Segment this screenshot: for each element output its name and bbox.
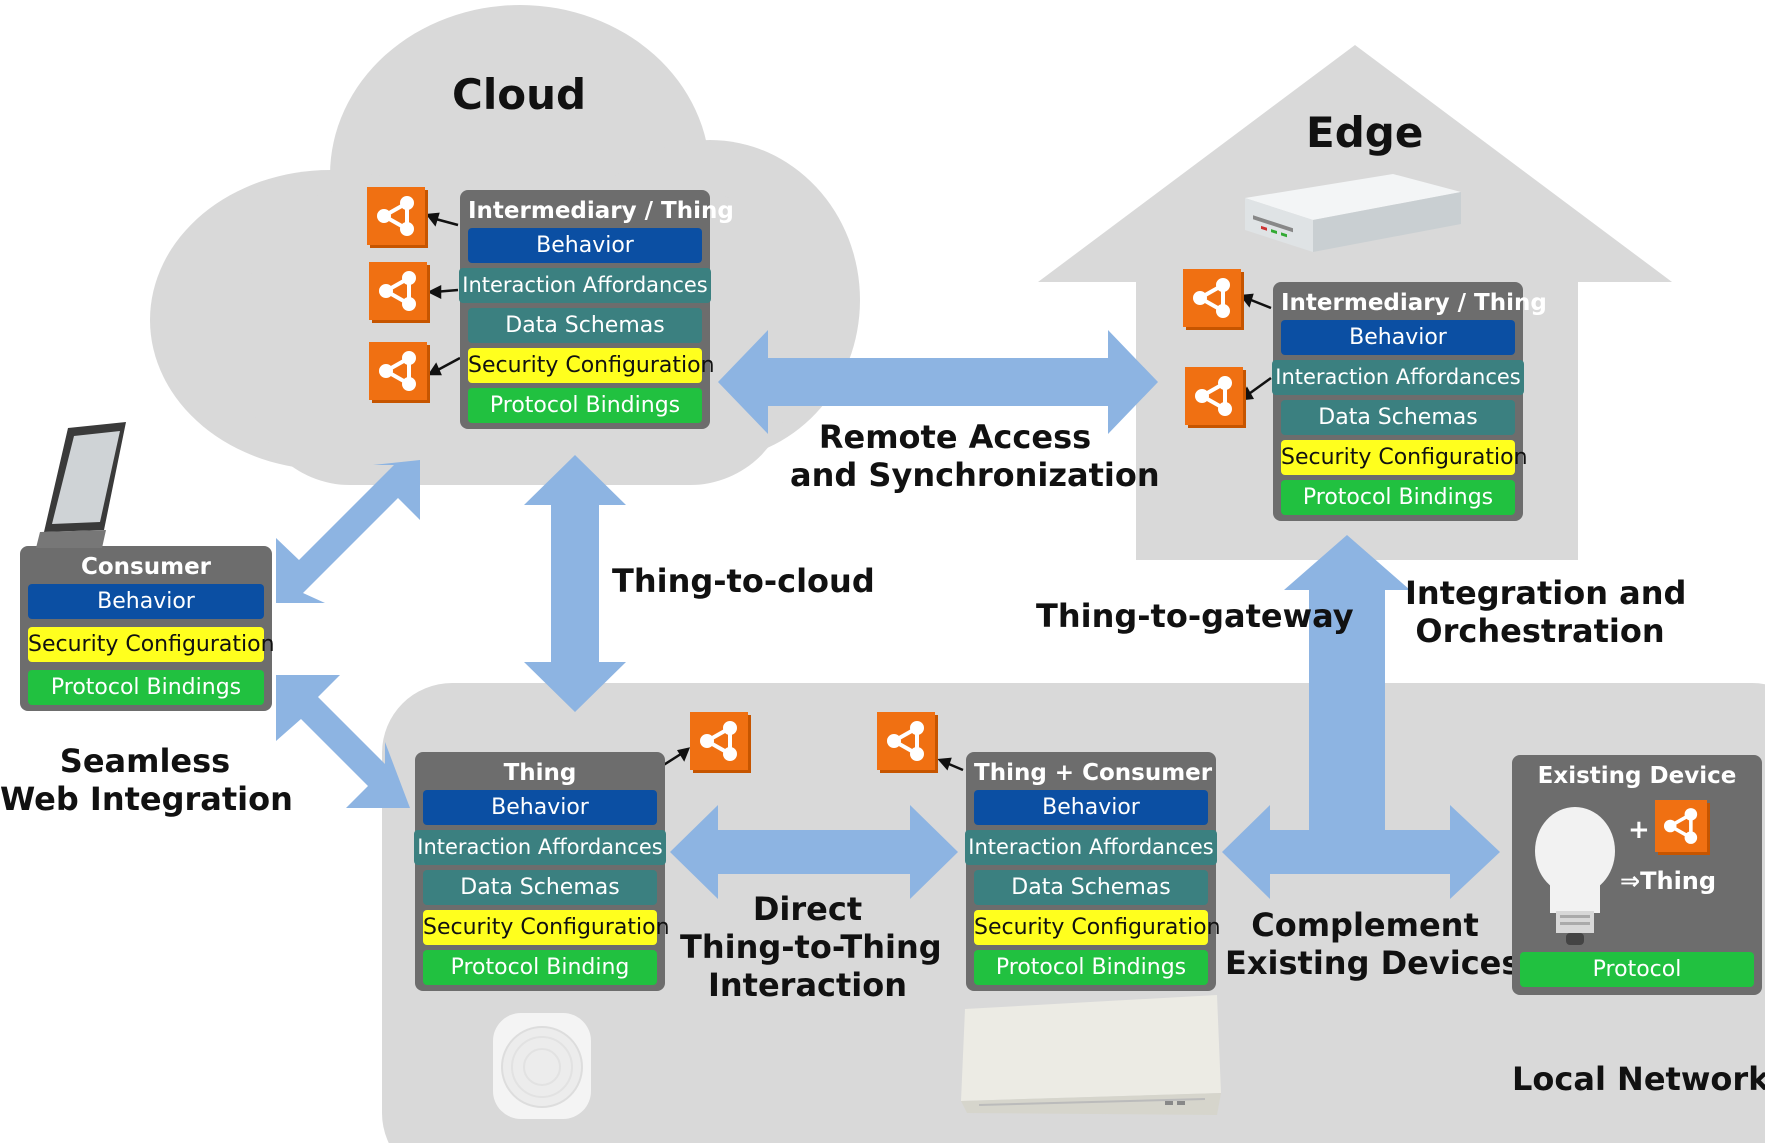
protocol-bindings-row: Protocol Bindings	[1281, 480, 1515, 515]
thing-to-gateway-arrow	[1284, 535, 1410, 840]
consumer-panel: Consumer Behavior Security Configuration…	[20, 546, 275, 711]
direct-t2t-arrow	[670, 805, 958, 899]
protocol-binding-row: Protocol Binding	[423, 950, 657, 985]
share-nodes-icon	[1655, 800, 1707, 852]
security-configuration-row: Security Configuration	[28, 627, 275, 662]
thing-to-cloud-arrow	[524, 455, 626, 712]
behavior-row: Behavior	[423, 790, 657, 825]
share-nodes-icon	[690, 712, 748, 770]
gateway-router-icon	[1245, 174, 1461, 252]
protocol-row: Protocol	[1520, 952, 1754, 987]
behavior-row: Behavior	[28, 584, 264, 619]
security-configuration-row: Security Configuration	[974, 910, 1221, 945]
local-network-label: Local Network	[1512, 1060, 1765, 1098]
data-schemas-row: Data Schemas	[423, 870, 657, 905]
interaction-affordances-row: Interaction Affordances	[965, 830, 1217, 865]
consumer-cloud-arrow	[276, 460, 420, 603]
thing-to-cloud-label: Thing-to-cloud	[612, 562, 875, 600]
security-configuration-row: Security Configuration	[423, 910, 670, 945]
panel-title: Thing + Consumer	[974, 760, 1213, 786]
complement-arrow	[1222, 805, 1500, 899]
panel-title: Intermediary / Thing	[468, 198, 734, 224]
panel-title: Existing Device	[1537, 763, 1737, 789]
protocol-bindings-row: Protocol Bindings	[28, 670, 264, 705]
remote-access-arrow	[718, 330, 1158, 434]
share-nodes-icon	[369, 262, 427, 320]
protocol-bindings-row: Protocol Bindings	[468, 388, 702, 423]
behavior-row: Behavior	[1281, 320, 1515, 355]
protocol-bindings-row: Protocol Bindings	[974, 950, 1208, 985]
data-schemas-row: Data Schemas	[468, 308, 702, 343]
thing-to-gateway-label: Thing-to-gateway	[1036, 597, 1354, 635]
security-configuration-row: Security Configuration	[1281, 440, 1528, 475]
cloud-intermediary-panel: Intermediary / Thing Behavior Interactio…	[459, 190, 734, 429]
thing-result: ⇒Thing	[1620, 867, 1717, 895]
panel-title: Consumer	[80, 554, 212, 580]
air-conditioner-icon	[961, 995, 1221, 1115]
consumer-thing-arrow	[276, 675, 410, 808]
panel-title: Thing	[503, 760, 577, 786]
panel-title: Intermediary / Thing	[1281, 290, 1547, 316]
interaction-affordances-row: Interaction Affordances	[414, 830, 666, 865]
thing-panel: Thing Behavior Interaction Affordances D…	[414, 752, 670, 991]
interaction-affordances-row: Interaction Affordances	[459, 268, 711, 303]
share-nodes-icon	[877, 712, 935, 770]
data-schemas-row: Data Schemas	[974, 870, 1208, 905]
share-nodes-icon	[1185, 367, 1243, 425]
behavior-row: Behavior	[468, 228, 702, 263]
laptop-icon	[36, 422, 126, 548]
share-nodes-icon	[367, 187, 425, 245]
plus-sign: +	[1628, 815, 1650, 845]
edge-intermediary-panel: Intermediary / Thing Behavior Interactio…	[1272, 282, 1547, 521]
interaction-affordances-row: Interaction Affordances	[1272, 360, 1524, 395]
behavior-row: Behavior	[974, 790, 1208, 825]
existing-device-panel: Existing Device + ⇒Thing Protocol	[1512, 755, 1762, 995]
light-bulb-icon	[1535, 807, 1615, 945]
thing-consumer-panel: Thing + Consumer Behavior Interaction Af…	[965, 752, 1221, 991]
share-nodes-icon	[1183, 269, 1241, 327]
edge-label: Edge	[1306, 108, 1424, 157]
motion-sensor-icon	[493, 1013, 591, 1119]
share-nodes-icon	[369, 342, 427, 400]
data-schemas-row: Data Schemas	[1281, 400, 1515, 435]
security-configuration-row: Security Configuration	[468, 348, 715, 383]
cloud-label: Cloud	[452, 70, 587, 119]
